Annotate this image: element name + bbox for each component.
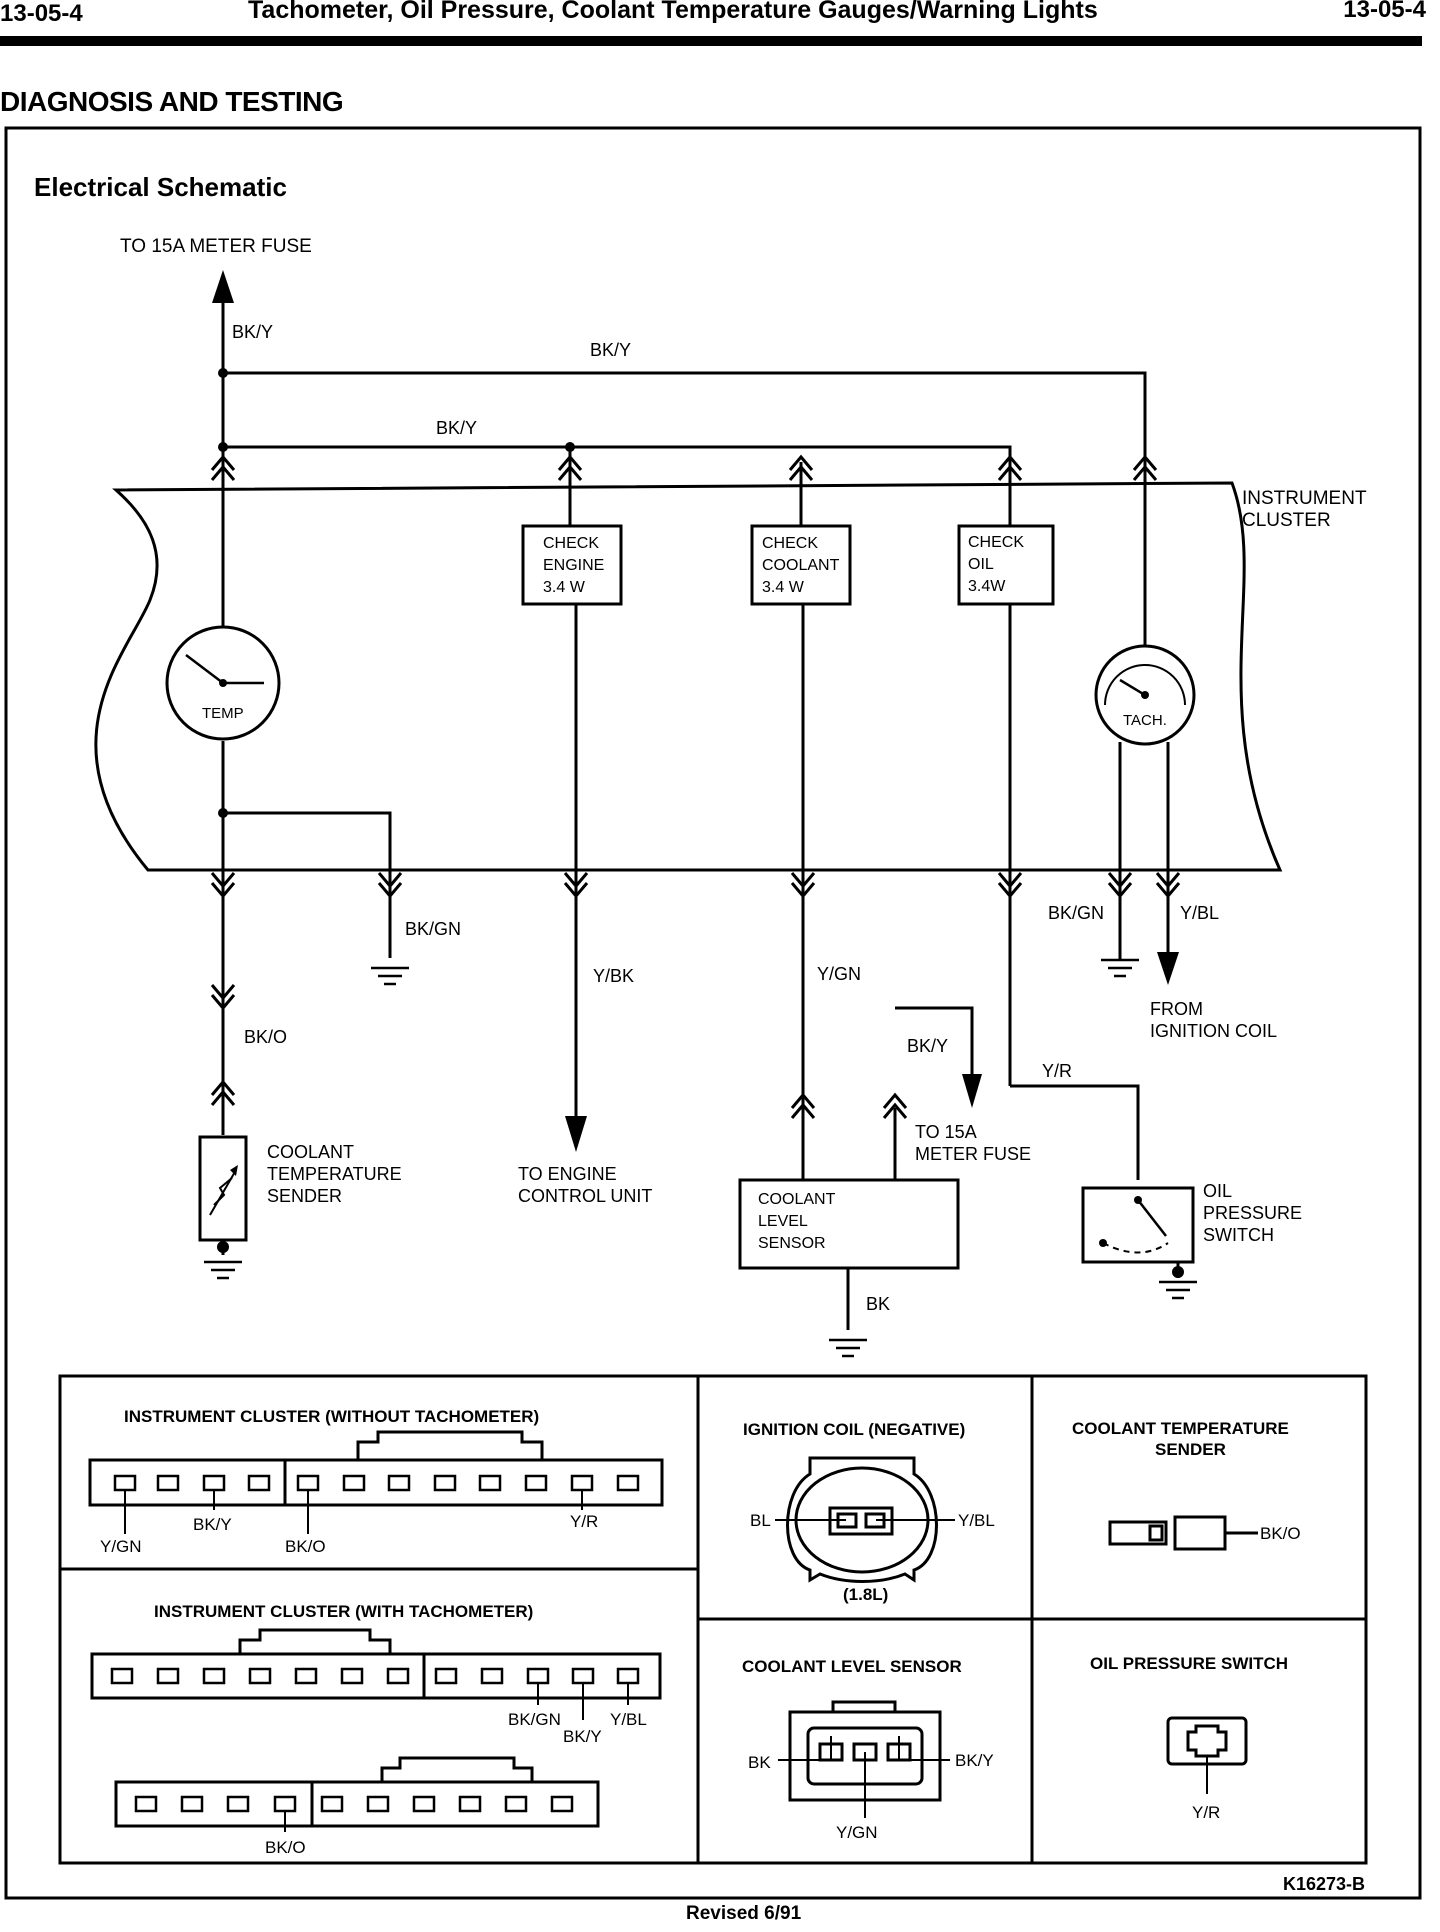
check-engine-lamp: CHECK ENGINE 3.4 W — [521, 524, 623, 606]
revision-footer: Revised 6/91 — [686, 1903, 802, 1924]
oil-pressure-switch-label: OIL PRESSURE SWITCH — [1203, 1181, 1307, 1245]
svg-text:BK: BK — [748, 1753, 771, 1772]
page-number-right: 13-05-4 — [1343, 0, 1426, 23]
figure-id: K16273-B — [1283, 1874, 1365, 1894]
check-coolant-lamp: CHECK COOLANT 3.4 W — [750, 524, 852, 606]
ground-symbol — [202, 1260, 244, 1280]
svg-text:TEMP: TEMP — [202, 705, 244, 722]
coolant-level-sensor: COOLANT LEVEL SENSOR — [738, 1178, 960, 1270]
svg-text:OIL PRESSURE SWITCH: OIL PRESSURE SWITCH — [1090, 1654, 1288, 1673]
wire-label: Y/GN — [817, 964, 861, 984]
connector-coolant-temperature-sender: COOLANT TEMPERATURE SENDER BK/O — [1072, 1419, 1301, 1551]
svg-text:TACH.: TACH. — [1123, 712, 1167, 729]
engine-control-unit-label: TO ENGINE CONTROL UNIT — [518, 1164, 652, 1206]
page-title: Tachometer, Oil Pressure, Coolant Temper… — [248, 0, 1098, 24]
svg-text:COOLANT LEVEL SENS: COOLANT LEVEL SENSOR — [758, 1191, 840, 1252]
coolant-temperature-sender — [198, 1135, 248, 1253]
svg-text:BK/Y: BK/Y — [193, 1515, 232, 1534]
wire-label: BK/GN — [405, 919, 461, 939]
wire-label: Y/BL — [1180, 903, 1219, 923]
svg-text:Y/R: Y/R — [1192, 1803, 1220, 1822]
svg-text:CHECK COOLANT 3.4: CHECK COOLANT 3.4 W — [762, 535, 844, 596]
svg-text:INSTRUMENT CLUSTER (WITH TACHO: INSTRUMENT CLUSTER (WITH TACHOMETER) — [154, 1602, 533, 1621]
wire-label: BK — [866, 1294, 890, 1314]
section-title: DIAGNOSIS AND TESTING — [0, 86, 344, 117]
wire-label: BK/Y — [590, 340, 631, 360]
svg-text:BL: BL — [750, 1511, 771, 1530]
svg-text:Y/BL: Y/BL — [958, 1511, 995, 1530]
svg-text:(1.8L): (1.8L) — [843, 1585, 888, 1604]
ground-symbol — [369, 966, 411, 986]
svg-text:BK/GN: BK/GN — [508, 1710, 561, 1729]
wire-label: BK/GN — [1048, 903, 1104, 923]
svg-text:BK/O: BK/O — [1260, 1524, 1301, 1543]
svg-text:BK/Y: BK/Y — [955, 1751, 994, 1770]
svg-text:COOLANT LEVEL SENSOR: COOLANT LEVEL SENSOR — [742, 1657, 962, 1676]
check-oil-lamp: CHECK OIL 3.4W — [957, 524, 1055, 606]
schematic-title: Electrical Schematic — [34, 172, 287, 202]
svg-text:BK/Y: BK/Y — [563, 1727, 602, 1746]
wire-label: Y/BK — [593, 966, 634, 986]
connector-cluster-without-tach: INSTRUMENT CLUSTER (WITHOUT TACHOMETER) … — [88, 1407, 664, 1556]
svg-text:BK/O: BK/O — [265, 1838, 306, 1857]
oil-pressure-switch — [1081, 1186, 1195, 1278]
temp-gauge: TEMP — [165, 625, 281, 741]
wiring — [212, 270, 1180, 1330]
ground-symbol — [827, 1338, 869, 1358]
page-number-left: 13-05-4 — [0, 0, 83, 27]
connector-cluster-with-tach: INSTRUMENT CLUSTER (WITH TACHOMETER) — [90, 1602, 662, 1857]
connector-table — [58, 1374, 1368, 1865]
wire-label: BK/Y — [436, 418, 477, 438]
svg-text:IGNITION COIL (NEGATIVE): IGNITION COIL (NEGATIVE) — [743, 1420, 965, 1439]
svg-text:CHECK OIL 3.4W: CHECK OIL 3.4W — [968, 534, 1028, 595]
connector-oil-pressure-switch: OIL PRESSURE SWITCH Y/R — [1090, 1654, 1288, 1822]
svg-text:BK/O: BK/O — [285, 1537, 326, 1556]
instrument-cluster-label: INSTRUMENT CLUSTER — [1242, 488, 1372, 531]
svg-text:Y/GN: Y/GN — [100, 1537, 142, 1556]
wire-label: BK/Y — [232, 322, 273, 342]
svg-text:Y/BL: Y/BL — [610, 1710, 647, 1729]
connector-ignition-coil: IGNITION COIL (NEGATIVE) BL Y/BL (1.8L) — [743, 1420, 995, 1604]
svg-text:Y/R: Y/R — [570, 1512, 598, 1531]
schematic-frame — [4, 126, 1422, 1900]
coolant-temperature-sender-label: COOLANT TEMPERATURE SENDER — [267, 1142, 407, 1206]
tachometer-gauge: TACH. — [1094, 644, 1196, 746]
svg-text:CHECK ENGINE 3.4 W: CHECK ENGINE 3.4 W — [543, 535, 609, 596]
svg-text:Y/GN: Y/GN — [836, 1823, 878, 1842]
svg-text:INSTRUMENT CLUSTER (WITHOUT TA: INSTRUMENT CLUSTER (WITHOUT TACHOMETER) — [124, 1407, 539, 1426]
wire-label: BK/O — [244, 1027, 287, 1047]
instrument-cluster-outline — [94, 481, 1283, 872]
wire-label: Y/R — [1042, 1061, 1072, 1081]
wire-label: BK/Y — [907, 1036, 948, 1056]
fuse-label-top: TO 15A METER FUSE — [120, 236, 312, 257]
svg-text:COOLANT TEMPERATURE SEND: COOLANT TEMPERATURE SENDER — [1072, 1419, 1294, 1459]
connector-coolant-level-sensor: COOLANT LEVEL SENSOR BK BK/Y Y/GN — [742, 1657, 994, 1842]
fuse-label-right: TO 15A METER FUSE — [915, 1122, 1031, 1164]
header-rule — [0, 36, 1422, 46]
ground-symbol — [1099, 958, 1141, 978]
ignition-coil-label: FROM IGNITION COIL — [1150, 999, 1277, 1041]
ground-symbol — [1157, 1280, 1199, 1300]
